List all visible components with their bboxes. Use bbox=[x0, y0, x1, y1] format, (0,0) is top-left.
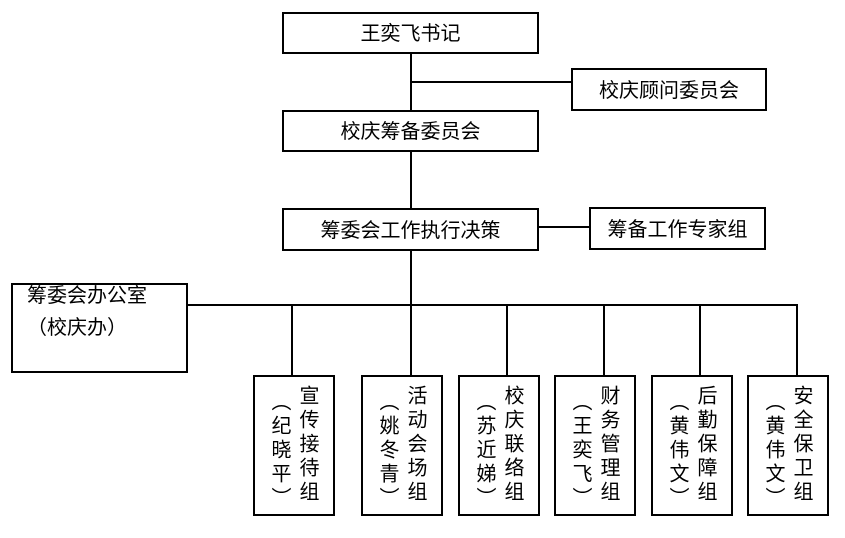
office-subtitle: （校庆办） bbox=[27, 315, 127, 339]
group-owner: （纪晓平） bbox=[268, 391, 292, 511]
connector-to-experts bbox=[538, 226, 590, 228]
connector-group-3 bbox=[506, 304, 508, 376]
group-name: 活动会场组 bbox=[404, 385, 428, 505]
exec-label: 筹委会工作执行决策 bbox=[320, 217, 501, 242]
experts-box: 筹备工作专家组 bbox=[589, 207, 766, 250]
group-box-6: （黄伟文） 安全保卫组 bbox=[747, 375, 829, 516]
group-name: 安全保卫组 bbox=[790, 385, 814, 505]
connector-to-advisory bbox=[410, 81, 572, 83]
advisory-box: 校庆顾问委员会 bbox=[571, 68, 767, 111]
group-box-4: （王奕飞） 财务管理组 bbox=[554, 375, 636, 516]
group-box-3: （苏近娣） 校庆联络组 bbox=[458, 375, 540, 516]
connector-group-5 bbox=[699, 304, 701, 376]
group-owner: （姚冬青） bbox=[376, 391, 400, 511]
group-box-1: （纪晓平） 宣传接待组 bbox=[253, 375, 335, 516]
group-name: 后勤保障组 bbox=[694, 385, 718, 505]
group-box-5: （黄伟文） 后勤保障组 bbox=[651, 375, 733, 516]
office-title: 筹委会办公室 bbox=[27, 283, 147, 307]
leader-label: 王奕飞书记 bbox=[360, 21, 461, 45]
connector-group-4 bbox=[603, 304, 605, 376]
group-owner: （黄伟文） bbox=[762, 391, 786, 511]
connector-group-6 bbox=[796, 304, 798, 376]
group-box-2: （姚冬青） 活动会场组 bbox=[361, 375, 443, 516]
prep-committee-box: 校庆筹备委员会 bbox=[282, 110, 539, 152]
group-name: 宣传接待组 bbox=[296, 385, 320, 505]
office-box: 筹委会办公室 （校庆办） bbox=[11, 283, 188, 373]
connector-exec-to-bus bbox=[410, 250, 412, 306]
connector-group-1 bbox=[291, 304, 293, 376]
group-owner: （黄伟文） bbox=[666, 391, 690, 511]
exec-box: 筹委会工作执行决策 bbox=[282, 208, 539, 251]
group-name: 校庆联络组 bbox=[501, 385, 525, 505]
advisory-label: 校庆顾问委员会 bbox=[599, 77, 739, 102]
group-owner: （王奕飞） bbox=[569, 391, 593, 511]
group-name: 财务管理组 bbox=[597, 385, 621, 505]
prep-committee-label: 校庆筹备委员会 bbox=[340, 119, 481, 143]
leader-box: 王奕飞书记 bbox=[282, 12, 539, 54]
connector-group-2 bbox=[410, 304, 412, 376]
connector-bus bbox=[186, 304, 798, 306]
connector-prep-to-exec bbox=[410, 151, 412, 209]
group-owner: （苏近娣） bbox=[473, 391, 497, 511]
experts-label: 筹备工作专家组 bbox=[607, 216, 748, 241]
